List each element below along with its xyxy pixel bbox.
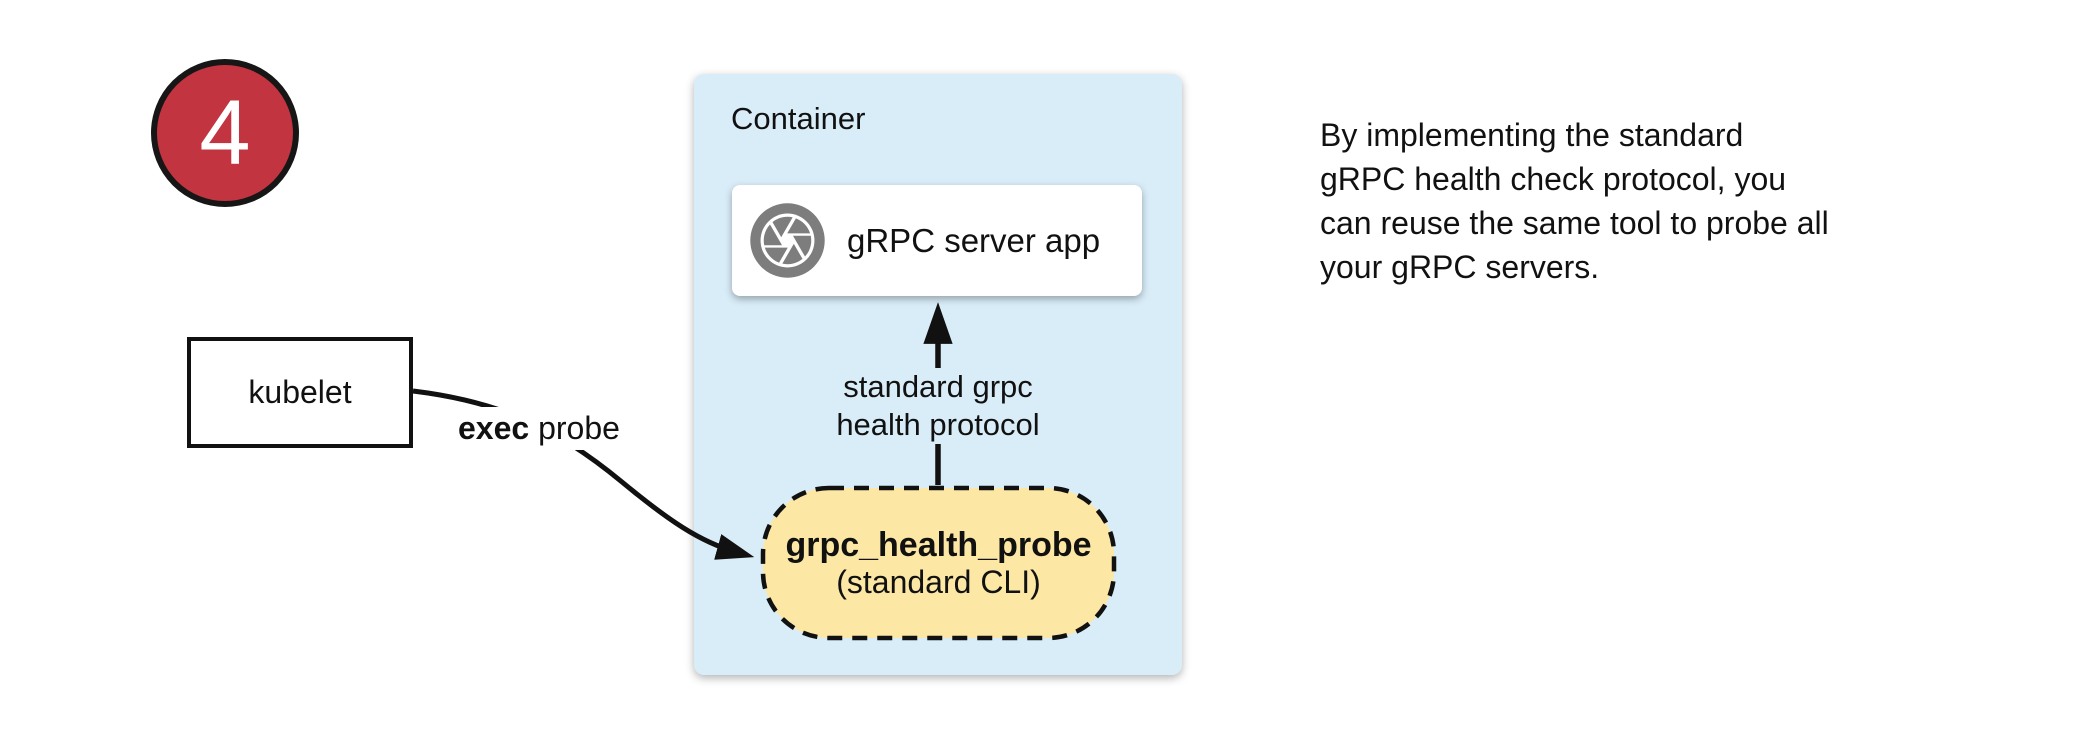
- grpc-server-app-label: gRPC server app: [847, 221, 1101, 259]
- step-number-badge: 4: [151, 59, 299, 207]
- step-number: 4: [199, 82, 251, 184]
- exec-probe-label-rest: probe: [529, 410, 620, 446]
- probe-title: grpc_health_probe: [785, 526, 1092, 564]
- kubelet-node: kubelet: [187, 337, 413, 448]
- kubelet-label: kubelet: [248, 374, 352, 410]
- probe-subtitle: (standard CLI): [836, 564, 1041, 600]
- container-title: Container: [731, 101, 866, 136]
- description-text: By implementing the standard gRPC health…: [1320, 117, 1829, 285]
- grpc-health-probe-node: grpc_health_probe (standard CLI): [760, 485, 1117, 641]
- exec-probe-arrow-label: exec probe: [450, 407, 628, 450]
- protocol-arrow-label: standard grpc health protocol: [820, 368, 1056, 444]
- grpc-server-app-node: gRPC server app: [732, 185, 1142, 296]
- exec-probe-label-bold: exec: [458, 410, 530, 446]
- aperture-icon: [750, 203, 825, 278]
- container-node: Container gRPC server app grpc_health_pr…: [694, 74, 1182, 675]
- probe-pill-shape: [760, 485, 1117, 641]
